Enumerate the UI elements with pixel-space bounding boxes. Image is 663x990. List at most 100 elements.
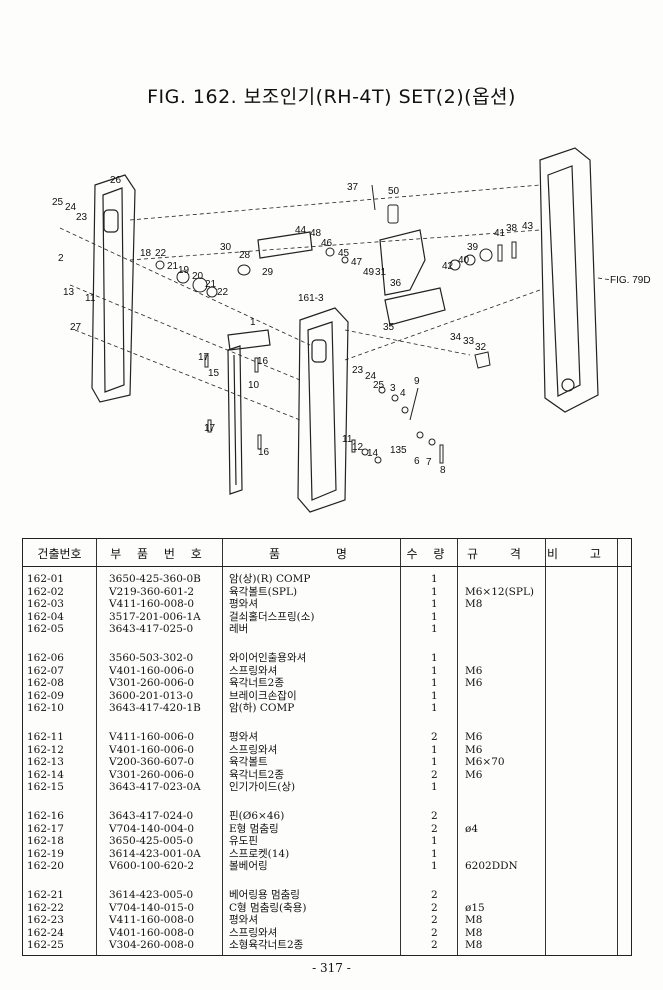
callout-number: 28 (239, 250, 251, 261)
quantity-cell: 1 (431, 860, 438, 873)
ref-no-cell: 162-15 (27, 781, 64, 794)
part-no-cell: V301-260-006-0 (109, 677, 195, 690)
spec-cell: M6 (465, 768, 483, 781)
spec-cell: ø15 (465, 901, 485, 914)
ref-no-cell: 162-04 (27, 610, 64, 623)
quantity-cell: 2 (431, 768, 438, 781)
quantity-cell: 1 (431, 847, 438, 860)
callout-number: 48 (310, 228, 322, 239)
callout-number: 44 (295, 225, 307, 236)
ref-no-cell: 162-20 (27, 860, 64, 873)
part-name-cell: 육각너트2종 (229, 677, 284, 690)
quantity-cell: 2 (431, 810, 438, 822)
quantity-cell: 1 (431, 623, 438, 636)
callout-number: 15 (208, 368, 220, 379)
quantity-cell: 1 (431, 652, 438, 664)
part-no-cell: V704-140-004-0 (109, 822, 195, 835)
callout-number: 50 (388, 186, 400, 197)
quantity-cell: 1 (431, 573, 438, 585)
ref-no-cell: 162-19 (27, 847, 64, 860)
callout-number: 24 (365, 371, 377, 382)
part-name-cell: C형 멈춤링(축용) (229, 901, 307, 914)
callout-number: 13 (390, 445, 402, 456)
callout-number: 40 (458, 255, 470, 266)
quantity-cell: 1 (431, 756, 438, 769)
part-no-cell: V411-160-008-0 (109, 914, 195, 927)
part-name-cell: 스프링와셔 (229, 926, 278, 939)
callout-number: 38 (506, 223, 518, 234)
ref-no-cell: 162-09 (27, 689, 64, 702)
header-ref-no: 건출번호 (37, 547, 82, 561)
callout-number: 18 (140, 248, 152, 259)
upper-bracket (227, 229, 446, 351)
quantity-cell: 2 (431, 822, 438, 835)
callout-number: 6 (414, 456, 420, 467)
ref-no-cell: 162-02 (27, 585, 64, 598)
callout-number: 3 (390, 383, 396, 394)
callout-number: 11 (85, 293, 96, 304)
part-no-cell: V401-160-006-0 (109, 743, 195, 756)
spec-cell: M8 (465, 598, 483, 611)
part-name-cell: 와이어인출용와셔 (229, 652, 307, 664)
part-name-cell: 레버 (229, 623, 249, 636)
left-arm-panel (91, 174, 136, 403)
spec-cell: M8 (465, 939, 483, 952)
part-name-cell: 육각볼트 (229, 756, 268, 769)
guide-rail (227, 345, 243, 495)
callout-number: 27 (70, 322, 82, 333)
ref-no-cell: 162-16 (27, 810, 64, 822)
quantity-cell: 1 (431, 835, 438, 848)
ref-no-cell: 162-12 (27, 743, 64, 756)
callout-number: 22 (155, 248, 167, 259)
part-name-cell: E형 멈춤링 (229, 822, 279, 835)
quantity-cell: 2 (431, 914, 438, 927)
callout-number: FIG. 79D (610, 275, 651, 286)
parts-drawing (59, 147, 613, 513)
part-no-cell: 3643-417-024-0 (109, 810, 194, 822)
callout-number: 26 (110, 175, 122, 186)
callout-number: 45 (338, 248, 350, 259)
quantity-cell: 2 (431, 731, 438, 743)
callout-number: 19 (178, 265, 190, 276)
callout-number: 23 (352, 365, 364, 376)
spec-cell: M6 (465, 664, 483, 677)
header-spec: 규 격 (467, 547, 535, 561)
middle-arm-panel (297, 307, 349, 513)
spec-cell: M6×70 (465, 756, 505, 769)
quantity-cell: 2 (431, 939, 438, 952)
callout-number: 7 (426, 457, 432, 468)
ref-no-cell: 162-21 (27, 889, 64, 901)
callout-number: 39 (467, 242, 479, 253)
part-no-cell: 3560-503-302-0 (109, 652, 194, 664)
part-name-cell: 인기가이드(상) (229, 781, 296, 794)
callout-number: 10 (248, 380, 260, 391)
spec-cell: M6 (465, 677, 483, 690)
ref-no-cell: 162-24 (27, 926, 64, 939)
spec-cell: M8 (465, 926, 483, 939)
ref-no-cell: 162-05 (27, 623, 64, 636)
callout-number: 25 (373, 380, 385, 391)
part-name-cell: 스프링와셔 (229, 664, 278, 677)
ref-no-cell: 162-13 (27, 756, 64, 769)
ref-no-cell: 162-08 (27, 677, 64, 690)
callout-number: 36 (390, 278, 402, 289)
part-name-cell: 스프링와셔 (229, 743, 278, 756)
callout-number: 21 (205, 279, 217, 290)
part-name-cell: 걸쇠홀더스프링(소) (229, 610, 315, 623)
callout-number: 24 (65, 202, 77, 213)
callout-number: 20 (192, 271, 204, 282)
callout-number: 17 (198, 352, 210, 363)
ref-no-cell: 162-22 (27, 901, 64, 914)
part-no-cell: V401-160-006-0 (109, 664, 195, 677)
part-name-cell: 암(하) COMP (229, 702, 295, 715)
